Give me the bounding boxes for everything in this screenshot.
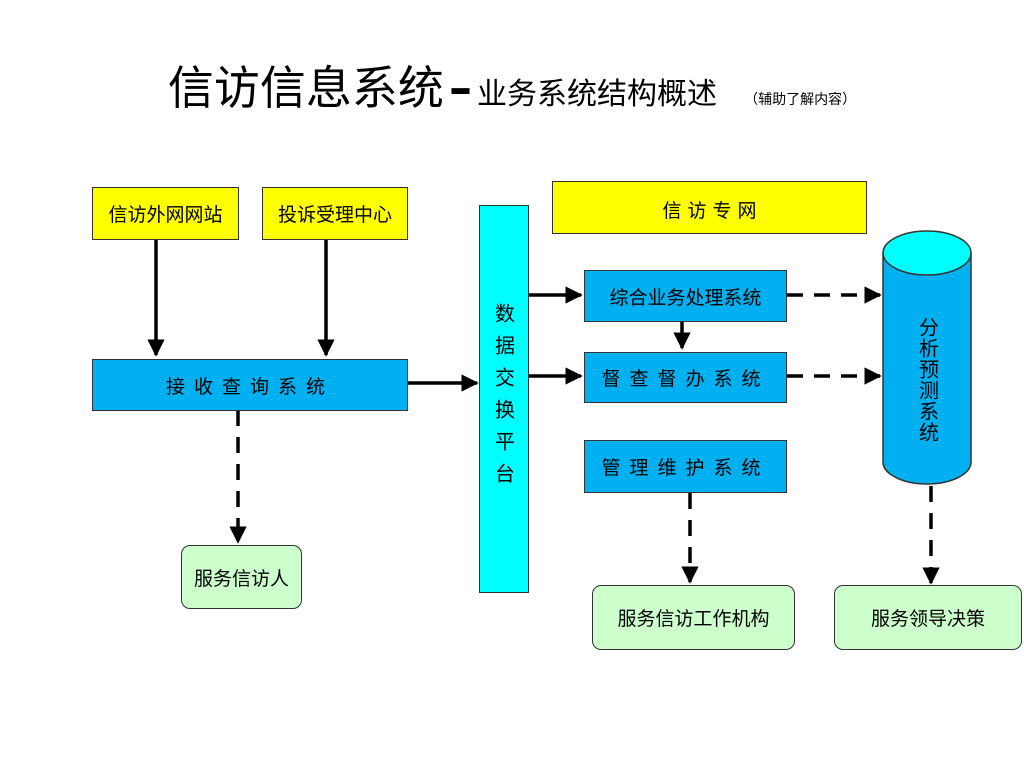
supervision-node: 督查督办系统 <box>584 352 787 403</box>
outer-website-node: 信访外网网站 <box>92 187 239 240</box>
management-node: 管理维护系统 <box>584 440 787 493</box>
page-title: 信访信息系统 – 业务系统结构概述 （辅助了解内容） <box>0 52 1024 118</box>
analysis-cylinder <box>882 230 972 485</box>
serve-leadership-node: 服务领导决策 <box>834 585 1022 650</box>
petition-network-node: 信 访 专 网 <box>552 181 867 234</box>
title-note: （辅助了解内容） <box>744 92 857 108</box>
data-exchange-node: 数据交换平台 <box>479 205 529 593</box>
title-sub: 业务系统结构概述 <box>477 77 718 112</box>
complaint-center-node: 投诉受理中心 <box>262 187 408 240</box>
title-dash: – <box>448 61 472 115</box>
integrated-business-node: 综合业务处理系统 <box>584 270 787 322</box>
serve-agency-node: 服务信访工作机构 <box>592 585 795 650</box>
serve-petitioner-node: 服务信访人 <box>181 545 302 609</box>
analysis-forecast-label: 分析预测系统 <box>915 317 940 443</box>
receive-query-node: 接收查询系统 <box>92 359 408 411</box>
title-main: 信访信息系统 <box>167 61 444 115</box>
